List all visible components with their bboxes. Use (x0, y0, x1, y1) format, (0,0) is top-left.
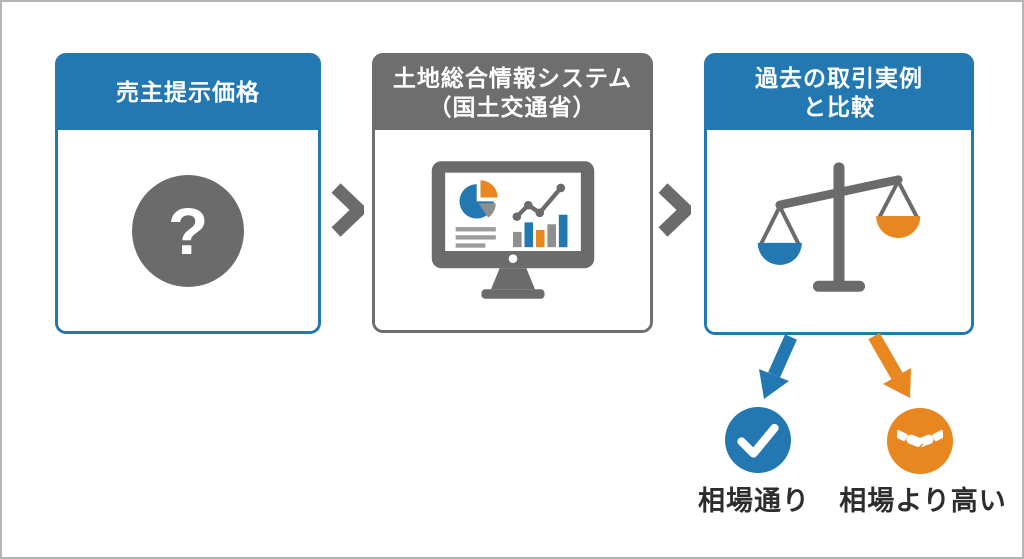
step-subtitle-text: （国土交通省） (428, 94, 597, 120)
question-glyph: ? (167, 193, 209, 268)
chevron-right-icon (331, 183, 364, 237)
arrow-down-left-icon (759, 334, 797, 399)
pie-orange-slice (480, 180, 498, 198)
step-title-text: 売主提示価格 (116, 79, 260, 106)
step-title-compare: 過去の取引実例 と比較 (707, 56, 971, 130)
step-body-compare (707, 130, 971, 332)
checkmark-icon (737, 423, 779, 458)
analytics-monitor-icon (431, 161, 594, 299)
handshake-icon (897, 429, 943, 450)
step-title-seller-price: 売主提示価格 (58, 56, 318, 130)
outcome-circle-market-price (725, 407, 791, 473)
step-body-seller-price: ? (58, 130, 318, 331)
scale-pan-orange (876, 216, 921, 239)
pie-gray-slice (478, 203, 496, 218)
step-card-land-info-system: 土地総合情報システム （国土交通省） (372, 53, 653, 333)
line-chart (514, 186, 562, 219)
step-card-seller-price: 売主提示価格 ? (55, 53, 321, 334)
bar-chart (512, 214, 567, 248)
step-title-land-info-system: 土地総合情報システム （国土交通省） (375, 56, 650, 130)
step-title-text: 過去の取引実例 (755, 64, 923, 91)
question-mark-icon: ? (132, 174, 244, 287)
chevron-right-icon (658, 183, 691, 237)
balance-scale-icon (757, 162, 921, 292)
scale-pan-blue (757, 242, 802, 265)
step-card-compare: 過去の取引実例 と比較 (704, 53, 974, 335)
step-body-land-info-system (375, 130, 650, 330)
outcome-label-market-price: 相場通り (698, 486, 810, 516)
outcome-circle-above-market (887, 408, 953, 474)
arrow-down-right-icon (868, 332, 911, 398)
step-title-text: 土地総合情報システム (392, 64, 633, 91)
outcome-label-above-market: 相場より高い (839, 486, 1007, 516)
step-subtitle-text: と比較 (803, 94, 875, 120)
